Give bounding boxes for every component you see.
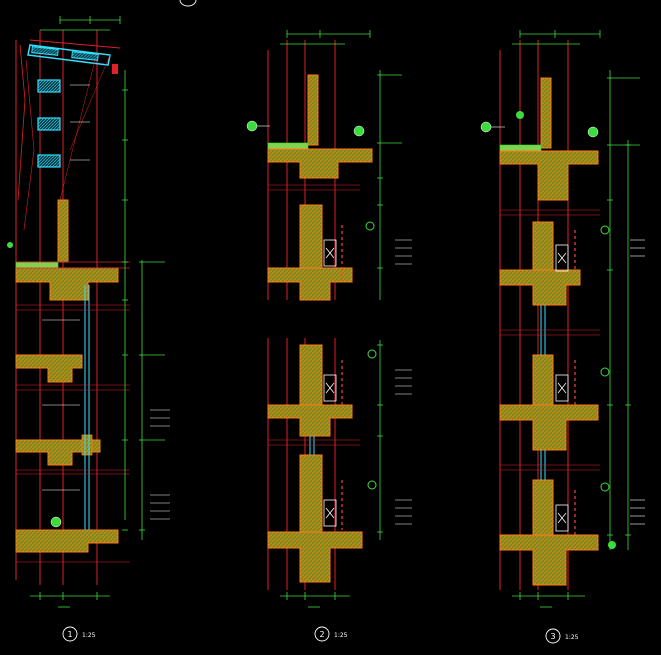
detail-1-roof-slab — [15, 267, 119, 301]
detail-2-parapet — [307, 74, 319, 146]
detail-1-note-ticks — [42, 319, 170, 520]
detail-title-1: 1 1:25 — [62, 626, 96, 642]
detail-number-1: 1 — [67, 630, 72, 639]
detail-3-top-dimension — [512, 30, 601, 45]
detail-number-circle-1 — [62, 626, 78, 642]
detail-number-circle-3 — [545, 628, 561, 644]
detail-2-dimension-chain — [377, 70, 402, 300]
detail-number-2: 2 — [319, 630, 324, 639]
detail-3-dimension-chain — [607, 70, 640, 550]
detail-title-3: 3 1:25 — [545, 628, 579, 644]
detail-title-2: 2 1:25 — [314, 626, 348, 642]
detail-1-bottom-dimension — [30, 592, 110, 608]
detail-2-roof-insulation — [267, 142, 309, 150]
detail-3-section — [480, 30, 645, 608]
detail-1-glass-panels — [37, 79, 90, 168]
detail-1-section — [7, 16, 170, 608]
detail-1-curtain-wall — [84, 285, 90, 530]
detail-2-lower-section — [267, 338, 412, 608]
detail-3-bottom-slab — [499, 534, 599, 586]
detail-2-floor-slab — [267, 267, 353, 301]
detail-number-3: 3 — [550, 632, 555, 641]
detail-3-roof-slab — [499, 150, 599, 201]
detail-2-top-dimension — [280, 30, 371, 45]
detail-2-section — [246, 30, 412, 301]
detail-scale-2: 1:25 — [334, 632, 348, 639]
detail-1-top-dimension — [40, 16, 121, 31]
detail-scale-3: 1:25 — [565, 634, 579, 641]
detail-3-axis-lines — [499, 40, 569, 590]
detail-3-roof-insulation — [499, 144, 542, 152]
detail-2-roof-slab — [267, 148, 373, 179]
detail-1-roof-insulation — [15, 261, 59, 269]
detail-2b-bottom-slab — [267, 531, 363, 583]
detail-number-circle-2 — [314, 626, 330, 642]
detail-1-floor-slabs — [15, 354, 119, 553]
detail-1-canopy — [17, 39, 121, 231]
detail-1-level-lines — [16, 304, 130, 563]
detail-1-dimension-chain — [122, 70, 165, 540]
cutoff-title-bubble — [179, 0, 197, 7]
detail-1-parapet — [57, 199, 69, 263]
detail-scale-1: 1:25 — [82, 632, 96, 639]
detail-3-parapet — [540, 77, 552, 149]
